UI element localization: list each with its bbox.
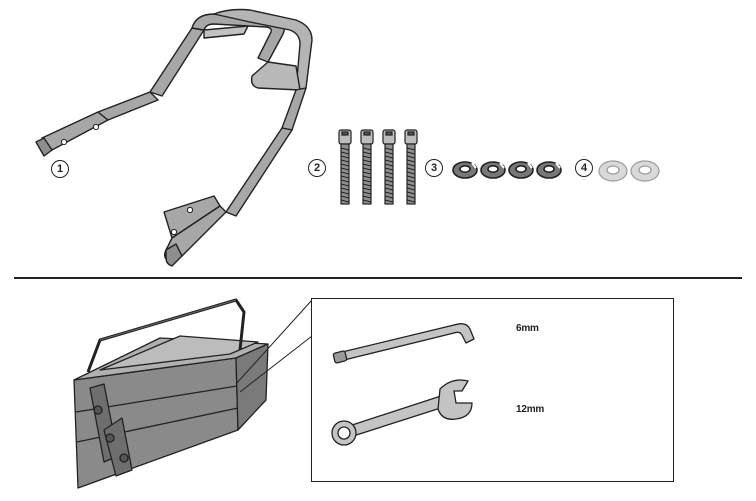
section-divider: [14, 277, 742, 279]
wrench-size-label: 12mm: [516, 404, 545, 415]
rack-frame-illustration: [35, 8, 313, 267]
part-number-4: 4: [575, 159, 593, 177]
hex-key-illustration: [332, 323, 475, 364]
parts-section: 1 2 3: [35, 8, 660, 267]
flat-washers-illustration: [598, 160, 660, 182]
hex-key-size-label: 6mm: [516, 323, 539, 334]
tools-panel: [311, 298, 674, 482]
toolbox-illustration: [73, 298, 269, 489]
part-number-2: 2: [308, 159, 326, 177]
lock-washers-illustration: [452, 161, 562, 179]
tools-section: 6mm 12mm: [0, 280, 756, 501]
callout-lines: [235, 299, 313, 393]
bolts-illustration: [338, 129, 418, 205]
part-number-1: 1: [51, 160, 69, 178]
wrench-illustration: [331, 379, 473, 446]
part-number-3: 3: [425, 159, 443, 177]
